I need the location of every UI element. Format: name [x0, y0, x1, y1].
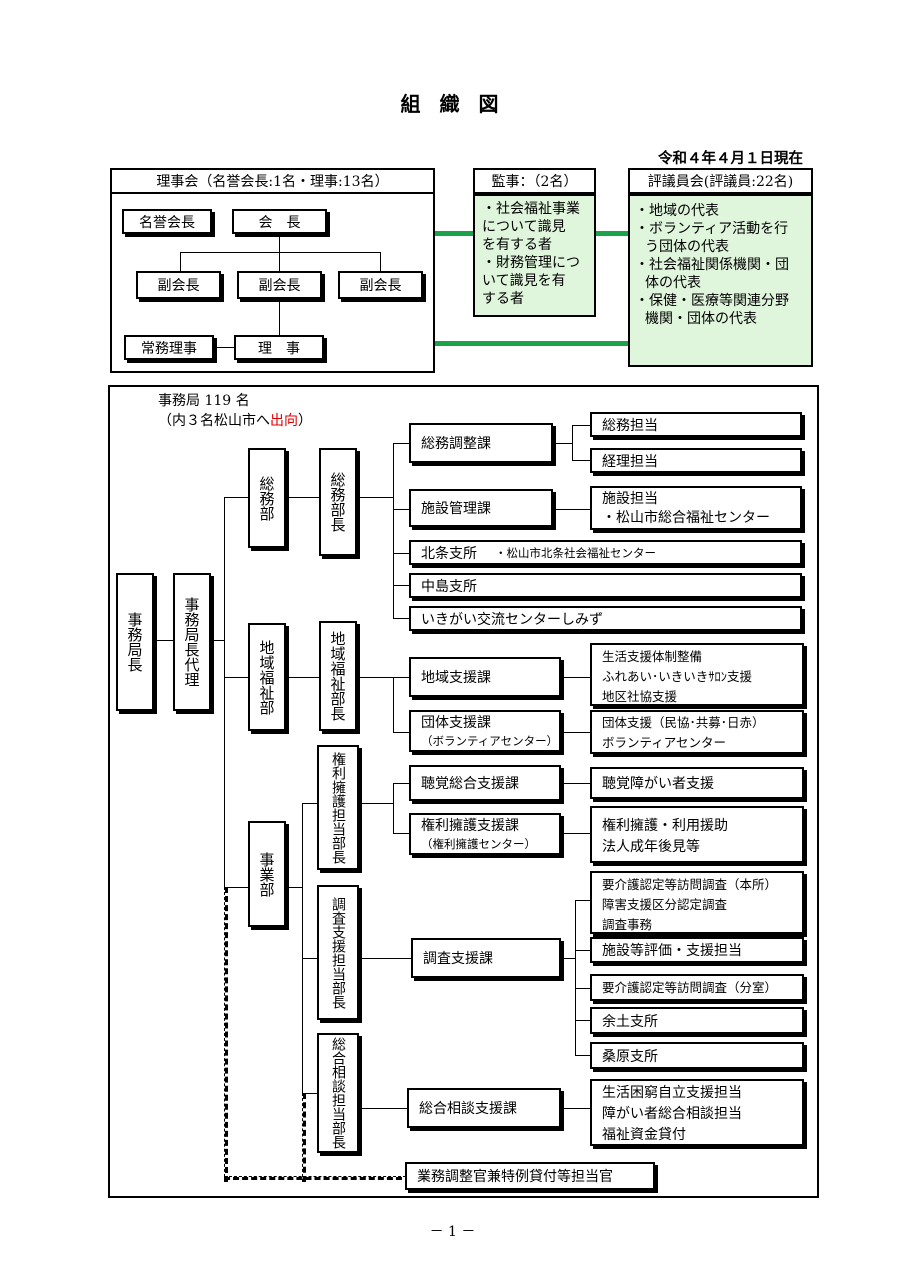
facility-management-section-box: 施設管理課: [409, 489, 553, 527]
auditors-line: について識見: [482, 219, 566, 235]
advocacy-support-section-box: 権利擁護支援課 （権利擁護センター）: [409, 813, 561, 855]
auditors-line: いて識見を有: [482, 273, 566, 289]
consultation-support-section-box: 総合相談支援課: [407, 1088, 561, 1128]
secretariat-label: 事務局 119 名: [158, 393, 250, 409]
general-affairs-dept-box: 総務部: [248, 448, 286, 548]
community-support-units-box: 生活支援体制整備 ふれあい･いきいきｻﾛﾝ支援 地区社協支援: [590, 643, 804, 706]
general-affairs-unit-box: 総務担当: [590, 412, 802, 437]
hojo-branch-note: ・松山市北条社会福祉センター: [495, 545, 656, 560]
hojo-branch-label: 北条支所: [421, 545, 477, 562]
honorary-chair-box: 名誉会長: [122, 209, 212, 234]
board-header: 理事会（名誉会長:1名・理事:13名）: [110, 168, 435, 194]
facility-evaluation-unit-box: 施設等評価・支援担当: [590, 937, 804, 963]
board-council-connector: [435, 341, 628, 346]
consultation-units-box: 生活困窮自立支援担当 障がい者総合相談担当 福祉資金貸付: [590, 1079, 804, 1146]
general-coordination-section-box: 総務調整課: [409, 423, 553, 463]
chair-box: 会 長: [232, 209, 327, 234]
advocacy-support-units-box: 権利擁護・利用援助 法人成年後見等: [590, 806, 804, 863]
auditors-line: ・社会福祉事業: [482, 201, 580, 217]
group-support-sublabel: （ボランティアセンター）: [421, 734, 559, 748]
auditors-line: ・財務管理につ: [482, 255, 580, 271]
survey-support-head-box: 調査支援担当部長: [317, 885, 359, 1020]
council-header: 評議員会(評議員:22名): [628, 168, 813, 194]
community-welfare-head-box: 地域福祉部長: [319, 621, 357, 731]
consultation-unit: 福祉資金貸付: [602, 1127, 686, 1143]
facility-unit-line: ・松山市総合福祉センター: [602, 510, 770, 526]
auditors-header: 監事：（2名）: [473, 168, 596, 194]
council-line: 体の代表: [645, 275, 701, 291]
vice-chair-box-2: 副会長: [237, 271, 322, 299]
council-line: ・ボランティア活動を行: [635, 221, 789, 237]
council-description: ・地域の代表 ・ボランティア活動を行 う団体の代表 ・社会福祉関係機関・団 体の…: [628, 194, 813, 367]
council-line: ・保健・医療等関連分野: [635, 293, 789, 309]
group-support-label: 団体支援課: [421, 715, 491, 731]
board-auditor-connector: [435, 231, 473, 236]
group-support-unit: 団体支援（民協･共募･日赤）: [602, 715, 765, 730]
survey-unit: 要介護認定等訪問調査（本所）: [602, 877, 778, 892]
council-line: ・社会福祉関係機関・団: [635, 257, 789, 273]
kuwabara-branch-box: 桑原支所: [590, 1042, 804, 1069]
community-support-section-box: 地域支援課: [409, 657, 561, 697]
council-line: う団体の代表: [645, 239, 729, 255]
hojo-branch-box: 北条支所 ・松山市北条社会福祉センター: [409, 540, 802, 565]
date-label: 令和４年４月１日現在: [658, 150, 803, 167]
survey-unit: 調査事務: [602, 917, 653, 932]
consultation-unit: 生活困窮自立支援担当: [602, 1085, 742, 1101]
accounting-unit-box: 経理担当: [590, 448, 802, 473]
advocacy-support-unit: 権利擁護・利用援助: [602, 818, 728, 834]
auditors-description: ・社会福祉事業 について識見 を有する者 ・財務管理につ いて識見を有 する者: [473, 194, 596, 317]
facility-unit-line: 施設担当: [602, 491, 658, 507]
advocacy-support-unit: 法人成年後見等: [602, 839, 700, 855]
hearing-support-section-box: 聴覚総合支援課: [409, 765, 561, 801]
general-affairs-head-box: 総務部長: [319, 448, 357, 556]
page-title: 組 織 図: [400, 92, 505, 116]
community-support-unit: 生活支援体制整備: [602, 649, 703, 664]
consultation-head-box: 総合相談担当部長: [317, 1033, 359, 1153]
group-support-unit: ボランティアセンター: [602, 735, 727, 750]
group-support-units-box: 団体支援（民協･共募･日赤） ボランティアセンター: [590, 710, 804, 754]
advocacy-support-label: 権利擁護支援課: [421, 818, 519, 834]
community-support-unit: 地区社協支援: [602, 689, 678, 704]
group-support-section-box: 団体支援課 （ボランティアセンター）: [409, 710, 561, 752]
director-box: 理 事: [234, 335, 324, 360]
council-line: 機関・団体の代表: [645, 311, 757, 327]
nakajima-branch-box: 中島支所: [409, 573, 802, 598]
survey-units-box: 要介護認定等訪問調査（本所） 障害支援区分認定調査 調査事務: [590, 871, 804, 934]
special-officer-box: 業務調整官兼特例貸付等担当官: [405, 1162, 655, 1190]
executive-director-box: 常務理事: [124, 335, 214, 360]
council-line: ・地域の代表: [635, 203, 719, 219]
facility-unit-box: 施設担当 ・松山市総合福祉センター: [590, 486, 802, 530]
survey-support-section-box: 調査支援課: [411, 938, 561, 978]
rights-advocacy-head-box: 権利擁護担当部長: [317, 745, 359, 870]
yodo-branch-box: 余土支所: [590, 1007, 804, 1034]
page-number: － 1 －: [429, 1224, 476, 1240]
deputy-director-box: 事務局長代理: [173, 573, 211, 711]
vice-chair-box-3: 副会長: [338, 271, 423, 299]
auditor-council-connector: [596, 231, 628, 236]
vice-chair-box-1: 副会長: [136, 271, 221, 299]
community-welfare-dept-box: 地域福祉部: [248, 623, 286, 731]
community-support-unit: ふれあい･いきいきｻﾛﾝ支援: [602, 669, 753, 684]
survey-annex-unit-box: 要介護認定等訪問調査（分室）: [590, 974, 804, 1001]
business-dept-box: 事業部: [248, 821, 286, 927]
ikigai-center-box: いきがい交流センターしみず: [409, 606, 802, 631]
hearing-support-unit-box: 聴覚障がい者支援: [590, 767, 804, 799]
auditors-line: を有する者: [482, 237, 552, 253]
auditors-line: する者: [482, 291, 524, 307]
consultation-unit: 障がい者総合相談担当: [602, 1106, 742, 1122]
secretariat-note: （内３名松山市へ出向）: [158, 413, 312, 429]
secretariat-director-box: 事務局長: [116, 573, 154, 711]
advocacy-support-sublabel: （権利擁護センター）: [421, 837, 536, 851]
survey-unit: 障害支援区分認定調査: [602, 897, 728, 912]
